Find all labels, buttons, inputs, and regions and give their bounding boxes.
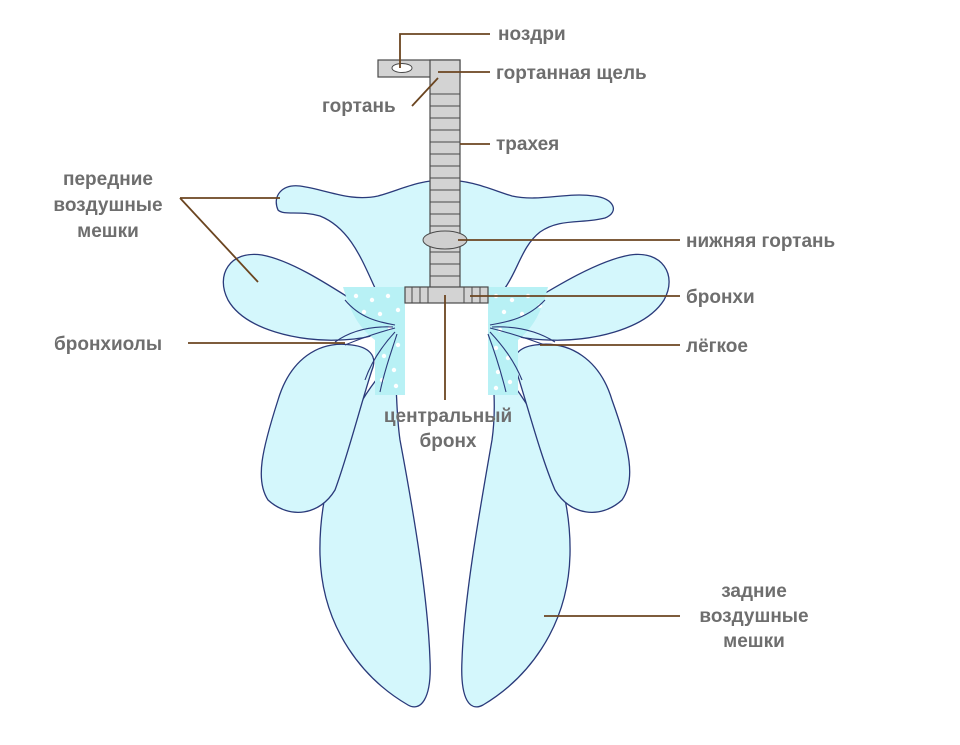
right-lung	[488, 287, 548, 395]
bronchi-rings	[411, 287, 481, 303]
leader-anterior-sacs-lower	[179, 197, 259, 283]
leader-larynx	[411, 77, 439, 107]
label-posterior-sacs-2: воздушные	[699, 606, 808, 627]
trachea-tube	[429, 59, 461, 289]
label-syrinx: нижняя гортань	[686, 231, 835, 252]
label-glottis: гортанная щель	[496, 63, 647, 84]
label-anterior-sacs-2: воздушные	[53, 195, 162, 216]
left-thoracic-air-sac	[260, 343, 375, 513]
label-larynx: гортань	[322, 96, 396, 117]
label-anterior-sacs-3: мешки	[77, 221, 139, 242]
label-anterior-sacs-1: передние	[63, 169, 153, 190]
bronchi-tube	[404, 286, 489, 304]
right-bronchioles	[487, 299, 556, 393]
label-nostrils: ноздри	[498, 24, 566, 45]
left-lateral-air-sac	[222, 253, 389, 341]
label-bronchioles: бронхиолы	[54, 334, 162, 355]
trachea-rings	[430, 93, 460, 277]
leader-nostrils	[399, 33, 490, 68]
label-central-bronchus-1: центральный	[384, 406, 512, 427]
right-lung-dots	[493, 293, 543, 391]
label-lung: лёгкое	[686, 336, 748, 357]
label-trachea: трахея	[496, 134, 559, 155]
nostril-opening	[391, 63, 413, 73]
left-bronchioles	[334, 299, 398, 393]
label-bronchi: бронхи	[686, 287, 755, 308]
label-posterior-sacs-3: мешки	[723, 631, 785, 652]
left-lung	[343, 287, 405, 395]
label-posterior-sacs-1: задние	[721, 581, 787, 602]
label-central-bronchus-2: бронх	[420, 431, 477, 452]
